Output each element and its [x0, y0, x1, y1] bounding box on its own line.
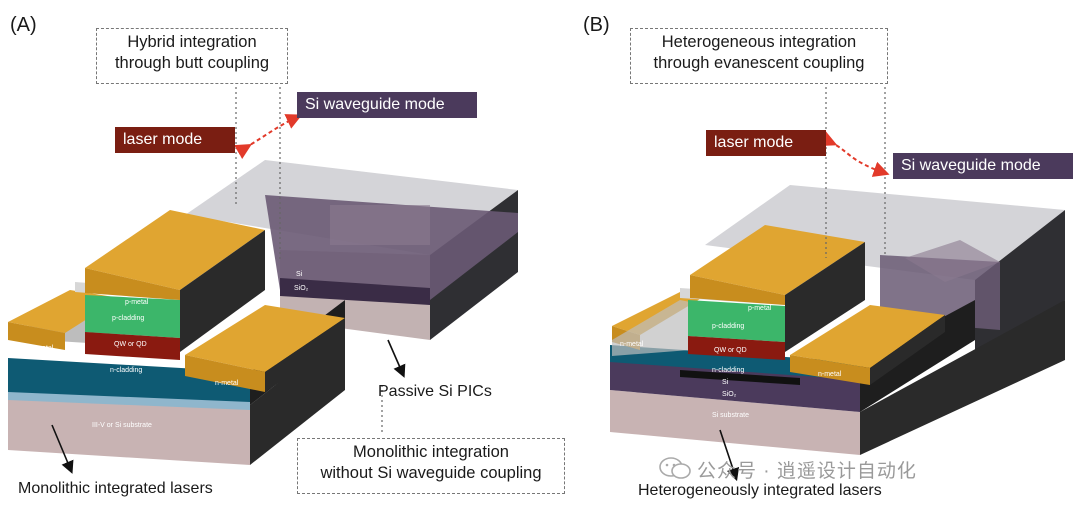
si-waveguide-mode-tag-b: Si waveguide mode [893, 153, 1073, 179]
panel-a-structure: p-metal p-cladding QW or QD n-cladding n… [8, 82, 518, 474]
p-cladding-a [85, 295, 180, 338]
qw-a [85, 332, 180, 360]
watermark-text: 公众号 · 逍遥设计自动化 [697, 461, 917, 482]
si-waveguide-mode-tag-a: Si waveguide mode [297, 92, 477, 118]
label-n-metal-left-b: n-metal [620, 341, 644, 348]
label-n-metal-right-a: n-metal [215, 380, 239, 387]
label-n-metal-right-b: n-metal [818, 371, 842, 378]
label-sio2-a: SiO₂ [294, 285, 309, 292]
hetero-title-line2: through evanescent coupling [653, 54, 865, 72]
label-n-cladding-a: n-cladding [110, 367, 142, 374]
label-qw-b: QW or QD [714, 347, 747, 354]
monolithic-line2: without Si waveguide coupling [320, 464, 542, 482]
n-metal-right-a [185, 305, 345, 372]
label-n-cladding-b: n-cladding [712, 367, 744, 374]
passive-si-pics-label: Passive Si PICs [378, 383, 492, 400]
label-sio2-b: SiO₂ [722, 391, 737, 398]
p-metal-top-a [85, 210, 265, 290]
panel-a-letter: (A) [10, 14, 37, 36]
laser-mode-tag-b: laser mode [706, 130, 826, 156]
hybrid-title-line1: Hybrid integration [127, 33, 257, 51]
passive-si-pic-block [185, 160, 518, 340]
label-n-metal-left-a: n-metal [30, 345, 54, 352]
label-substrate-a: III-V or Si substrate [92, 422, 152, 429]
label-si-b: Si [722, 379, 729, 386]
label-si-a: Si [296, 271, 303, 278]
heterogeneous-integration-box: Heterogeneous integration through evanes… [630, 28, 888, 84]
label-substrate-b: Si substrate [712, 412, 749, 419]
monolithic-line1: Monolithic integration [353, 443, 509, 461]
label-p-cladding-a: p-cladding [112, 315, 144, 322]
laser-mode-tag-a: laser mode [115, 127, 235, 153]
label-p-metal-b: p-metal [748, 305, 772, 312]
substrate-a [8, 395, 250, 465]
p-cladding-b [688, 300, 785, 342]
sio2-b [610, 360, 860, 412]
hybrid-integration-box: Hybrid integration through butt coupling [96, 28, 288, 84]
label-qw-a: QW or QD [114, 341, 147, 348]
label-p-cladding-b: p-cladding [712, 323, 744, 330]
n-metal-right-b [790, 305, 945, 368]
mode-arrow-a [234, 114, 303, 159]
panel-b-structure: p-metal p-cladding QW or QD n-cladding n… [610, 82, 1065, 482]
monolithic-integration-box: Monolithic integration without Si wavegu… [297, 438, 565, 494]
wechat-icon [659, 457, 691, 479]
p-metal-top-b [690, 225, 865, 295]
panel-b-letter: (B) [583, 14, 610, 36]
monolithic-lasers-label: Monolithic integrated lasers [18, 480, 213, 497]
hetero-title-line1: Heterogeneous integration [661, 33, 857, 51]
substrate-b [610, 390, 860, 455]
hybrid-title-line2: through butt coupling [114, 54, 270, 72]
qw-b [688, 336, 785, 360]
mode-arrow-b [819, 131, 890, 177]
laser-block-a [8, 210, 345, 465]
heterogeneous-lasers-label: Heterogeneously integrated lasers [638, 482, 882, 499]
label-p-metal-a: p-metal [125, 299, 149, 306]
